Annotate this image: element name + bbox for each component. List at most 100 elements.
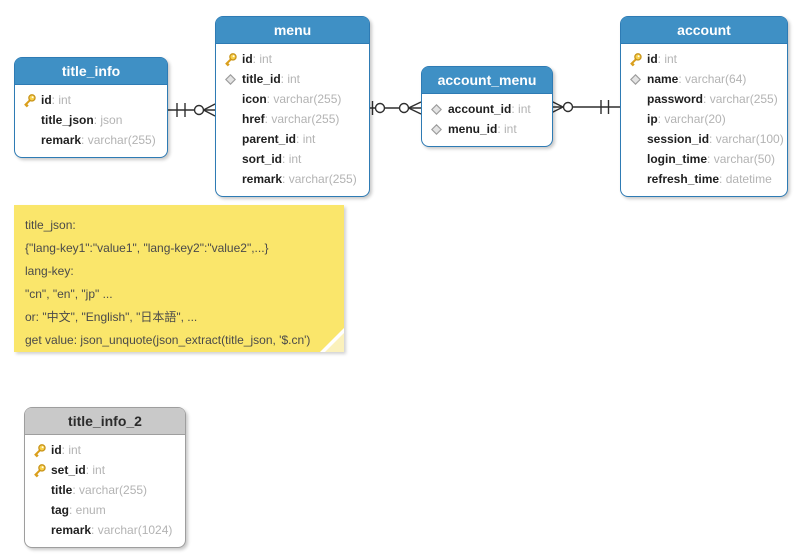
diamond-icon xyxy=(219,72,242,87)
column-type: int xyxy=(52,93,71,107)
table-account[interactable]: account id int name varchar(64) password… xyxy=(620,16,788,197)
table-row[interactable]: title_id int xyxy=(216,69,369,89)
table-body: id int title_id int icon varchar(255) hr… xyxy=(216,44,369,196)
column-type: json xyxy=(94,113,122,127)
table-row[interactable]: menu_id int xyxy=(422,119,552,139)
column-type: varchar(20) xyxy=(658,112,725,126)
column-name: parent_id xyxy=(242,132,297,146)
table-header[interactable]: title_info xyxy=(15,58,167,85)
column-name: tag xyxy=(51,503,69,517)
column-type: varchar(255) xyxy=(282,172,357,186)
note-fold-corner xyxy=(320,328,344,352)
table-header[interactable]: title_info_2 xyxy=(25,408,185,435)
note-line: or: "中文", "English", "日本語", ... xyxy=(25,310,198,324)
column-name: name xyxy=(647,72,679,86)
column-name: id xyxy=(51,443,62,457)
table-row[interactable]: title varchar(255) xyxy=(25,480,185,500)
column-name: ip xyxy=(647,112,658,126)
table-row[interactable]: set_id int xyxy=(25,460,185,480)
connector-title_info-menu[interactable] xyxy=(166,103,216,117)
table-row[interactable]: tag enum xyxy=(25,500,185,520)
connector-account_menu-account[interactable] xyxy=(550,100,620,114)
column-name: menu_id xyxy=(448,122,498,136)
note-line: lang-key: xyxy=(25,264,74,278)
column-type: varchar(1024) xyxy=(91,523,173,537)
table-row[interactable]: remark varchar(255) xyxy=(15,130,167,150)
column-type: int xyxy=(282,152,302,166)
table-row[interactable]: id int xyxy=(25,440,185,460)
column-name: id xyxy=(41,93,52,107)
table-body: id int set_id int title varchar(255) tag… xyxy=(25,435,185,547)
column-type: int xyxy=(281,72,300,86)
column-name: id xyxy=(242,52,253,66)
column-type: int xyxy=(62,443,81,457)
table-row[interactable]: href varchar(255) xyxy=(216,109,369,129)
key-icon xyxy=(28,443,51,458)
column-name: password xyxy=(647,92,704,106)
table-row[interactable]: remark varchar(1024) xyxy=(25,520,185,540)
column-name: account_id xyxy=(448,102,512,116)
sticky-note[interactable]: title_json: {"lang-key1":"value1", "lang… xyxy=(14,205,344,352)
column-type: datetime xyxy=(719,172,772,186)
table-row[interactable]: remark varchar(255) xyxy=(216,169,369,189)
table-header[interactable]: menu xyxy=(216,17,369,44)
column-name: refresh_time xyxy=(647,172,720,186)
column-name: icon xyxy=(242,92,267,106)
column-name: set_id xyxy=(51,463,86,477)
note-line: "cn", "en", "jp" ... xyxy=(25,287,113,301)
column-type: varchar(255) xyxy=(265,112,339,126)
table-row[interactable]: ip varchar(20) xyxy=(621,109,787,129)
column-type: varchar(100) xyxy=(709,132,784,146)
connector-menu-account_menu[interactable] xyxy=(368,101,422,115)
table-row[interactable]: parent_id int xyxy=(216,129,369,149)
column-type: varchar(255) xyxy=(703,92,778,106)
table-header[interactable]: account xyxy=(621,17,787,44)
diamond-icon xyxy=(425,122,448,137)
key-icon xyxy=(219,52,242,67)
diamond-icon xyxy=(624,72,647,87)
column-type: varchar(255) xyxy=(72,483,147,497)
note-line: {"lang-key1":"value1", "lang-key2":"valu… xyxy=(25,241,269,255)
table-account-menu[interactable]: account_menu account_id int menu_id int xyxy=(421,66,553,147)
table-row[interactable]: title_json json xyxy=(15,110,167,130)
table-title-info-2[interactable]: title_info_2 id int set_id int title var… xyxy=(24,407,186,548)
column-name: session_id xyxy=(647,132,710,146)
table-row[interactable]: account_id int xyxy=(422,99,552,119)
note-line: get value: json_unquote(json_extract(tit… xyxy=(25,333,311,347)
key-icon xyxy=(624,52,647,67)
column-type: int xyxy=(296,132,316,146)
table-body: id int title_json json remark varchar(25… xyxy=(15,85,167,157)
table-title-info[interactable]: title_info id int title_json json remark… xyxy=(14,57,168,158)
column-name: title_json xyxy=(41,113,94,127)
table-row[interactable]: login_time varchar(50) xyxy=(621,149,787,169)
table-row[interactable]: icon varchar(255) xyxy=(216,89,369,109)
column-name: href xyxy=(242,112,265,126)
table-row[interactable]: id int xyxy=(621,49,787,69)
column-type: int xyxy=(497,122,517,136)
column-name: sort_id xyxy=(242,152,283,166)
table-header[interactable]: account_menu xyxy=(422,67,552,94)
key-icon xyxy=(28,463,51,478)
column-name: title_id xyxy=(242,72,281,86)
column-name: remark xyxy=(51,523,92,537)
column-type: int xyxy=(253,52,272,66)
column-type: int xyxy=(511,102,531,116)
table-body: id int name varchar(64) password varchar… xyxy=(621,44,787,196)
table-row[interactable]: refresh_time datetime xyxy=(621,169,787,189)
note-line: title_json: xyxy=(25,218,76,232)
table-row[interactable]: id int xyxy=(216,49,369,69)
table-row[interactable]: password varchar(255) xyxy=(621,89,787,109)
column-type: varchar(255) xyxy=(267,92,341,106)
column-name: remark xyxy=(41,133,82,147)
column-name: title xyxy=(51,483,73,497)
column-type: int xyxy=(86,463,105,477)
table-row[interactable]: name varchar(64) xyxy=(621,69,787,89)
table-row[interactable]: session_id varchar(100) xyxy=(621,129,787,149)
column-type: int xyxy=(658,52,677,66)
table-row[interactable]: id int xyxy=(15,90,167,110)
column-type: varchar(50) xyxy=(707,152,775,166)
table-menu[interactable]: menu id int title_id int icon varchar(25… xyxy=(215,16,370,197)
column-type: enum xyxy=(69,503,106,517)
table-row[interactable]: sort_id int xyxy=(216,149,369,169)
